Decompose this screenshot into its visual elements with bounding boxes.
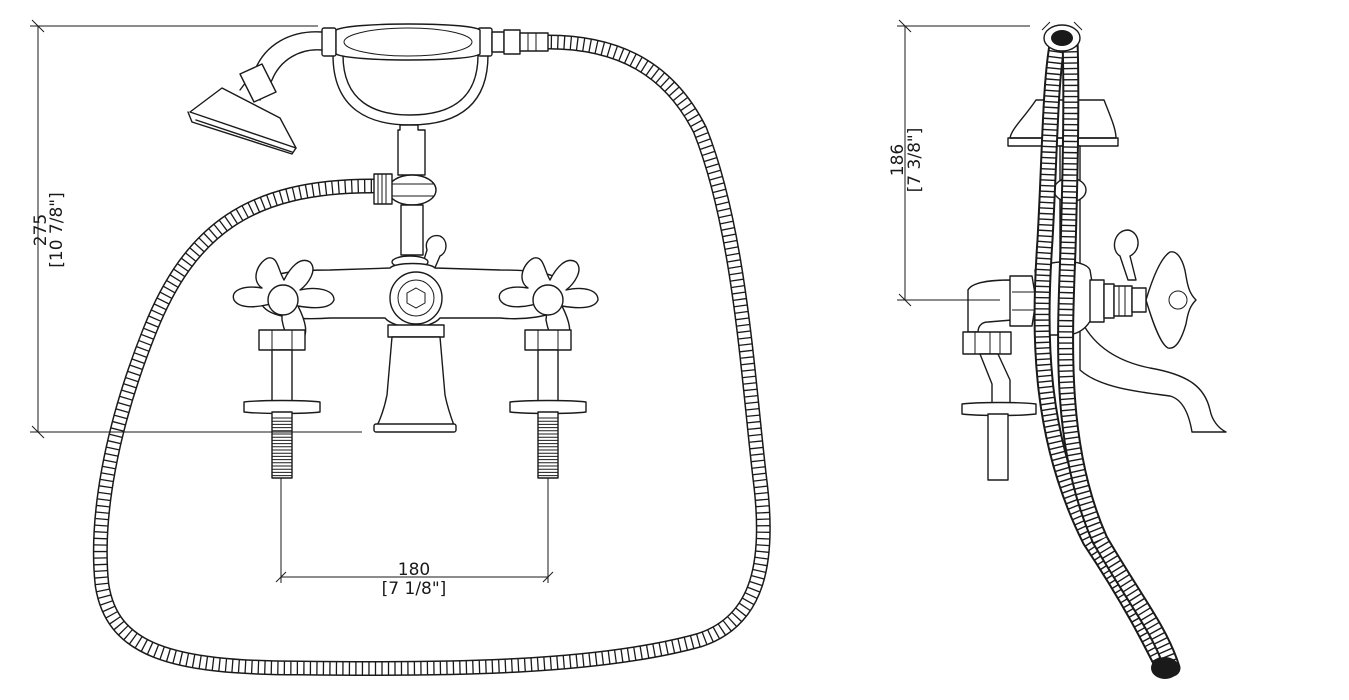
- side-height-dimension-value: 186: [888, 144, 908, 176]
- hand-shower: [187, 23, 549, 256]
- front-view: 275 [10 7/8"] 180 [7 1/8"]: [30, 19, 1008, 677]
- front-hose: [92, 34, 771, 677]
- height-dimension-imperial: [10 7/8"]: [47, 192, 67, 267]
- dimension-lines-side: [897, 19, 1030, 307]
- side-body: [961, 99, 1227, 481]
- mixer-body: [261, 262, 563, 433]
- side-view: 186 [7 3/8"]: [888, 19, 1227, 679]
- left-cross-handle: [232, 257, 335, 479]
- side-hose: [1033, 21, 1181, 679]
- side-height-dimension-imperial: [7 3/8"]: [905, 128, 925, 193]
- right-cross-handle: [498, 257, 599, 479]
- height-dimension-value: 275: [31, 214, 51, 246]
- centers-dimension-value: 180: [398, 560, 430, 580]
- dimension-lines-front: [30, 19, 554, 583]
- centers-dimension-imperial: [7 1/8"]: [382, 579, 447, 599]
